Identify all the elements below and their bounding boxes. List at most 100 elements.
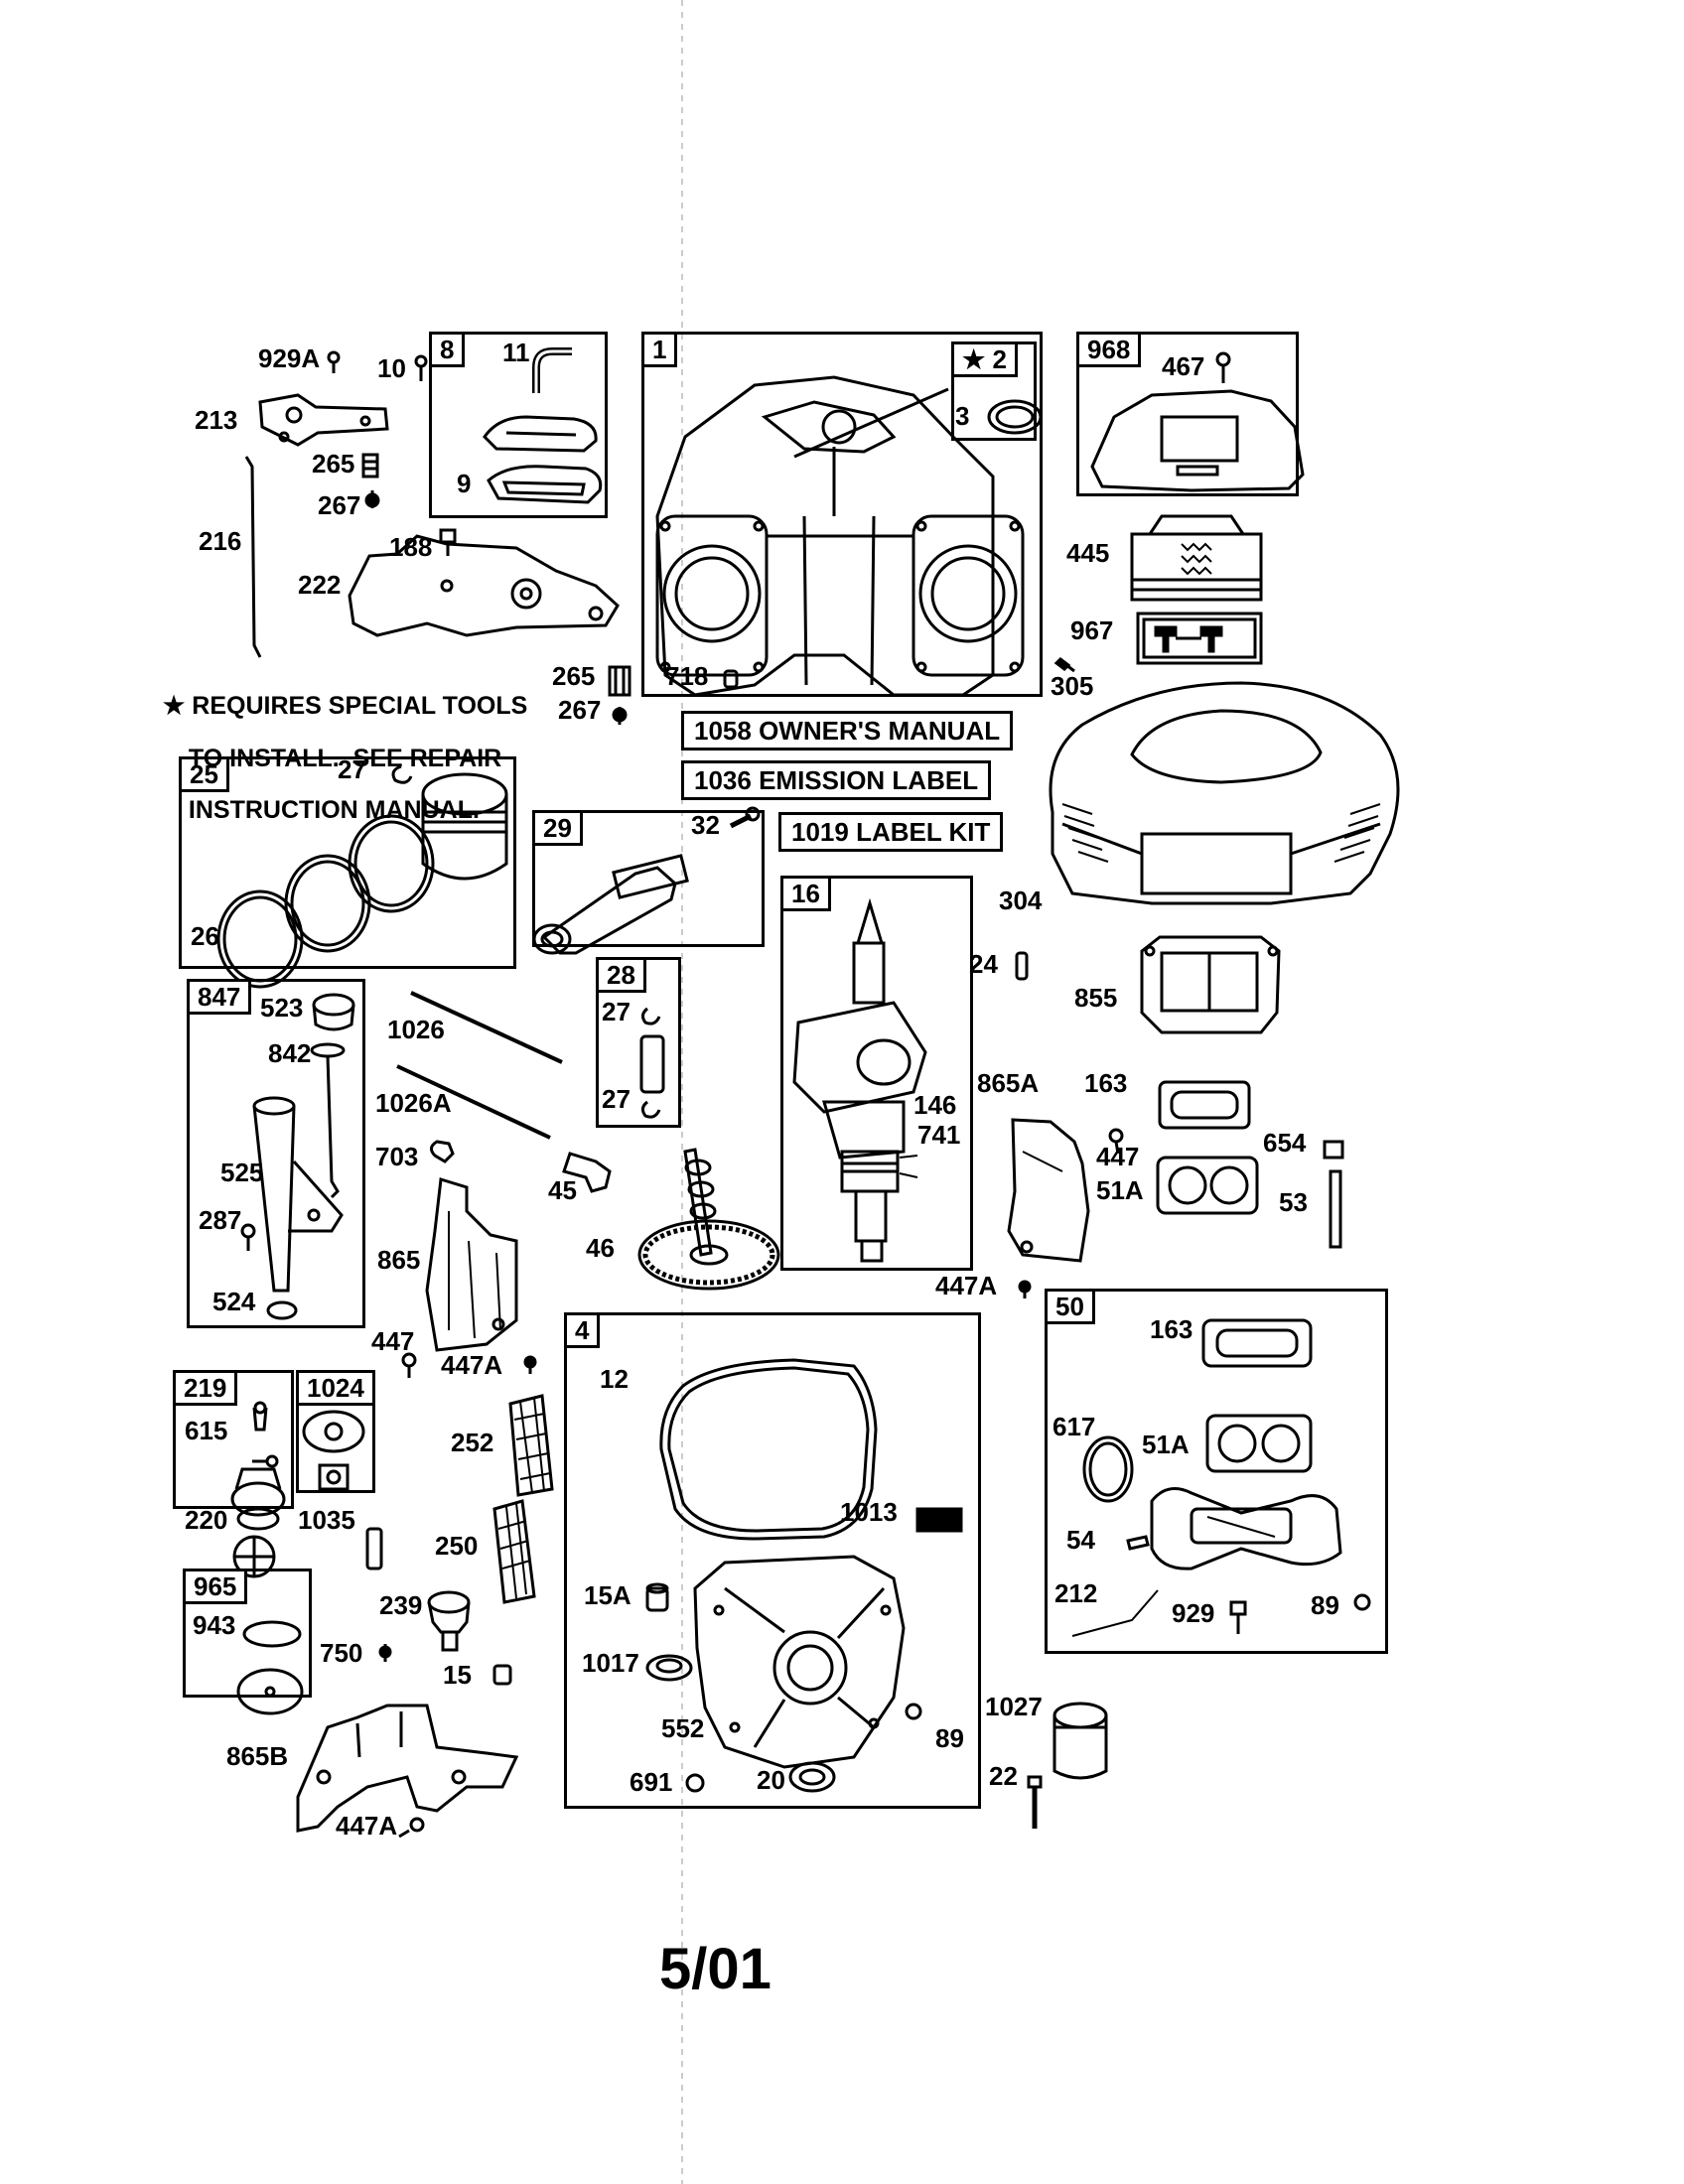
nut-654-icon xyxy=(1323,1140,1344,1160)
part-89-kit50: 89 xyxy=(1311,1590,1339,1620)
part-447a-left: 447A xyxy=(441,1350,503,1380)
clip-27-lower-icon xyxy=(640,1100,661,1119)
part-750: 750 xyxy=(320,1638,363,1668)
spacer-1035-icon xyxy=(365,1527,383,1570)
part-15: 15 xyxy=(443,1660,472,1690)
notice-line-1: REQUIRES SPECIAL TOOLS xyxy=(192,692,528,721)
baffle-865a-icon xyxy=(1007,1118,1090,1263)
part-27-kit28: 27 xyxy=(602,997,631,1026)
air-guide-855-icon xyxy=(1140,935,1281,1034)
part-615: 615 xyxy=(185,1416,228,1445)
part-1017: 1017 xyxy=(582,1648,639,1678)
part-703: 703 xyxy=(375,1142,419,1171)
part-32: 32 xyxy=(691,810,720,840)
part-447a-right: 447A xyxy=(935,1271,998,1300)
engine-block-icon xyxy=(655,375,1025,697)
kit-box-1: 1 xyxy=(641,332,1043,697)
plug-15-icon xyxy=(492,1664,512,1686)
oil-pump-1024-icon xyxy=(302,1410,365,1491)
part-691: 691 xyxy=(630,1767,673,1797)
crankshaft-16-icon xyxy=(792,897,927,1263)
part-10: 10 xyxy=(377,353,406,383)
part-54: 54 xyxy=(1066,1525,1095,1555)
control-bracket-222-icon xyxy=(348,534,620,637)
kit-number: 16 xyxy=(783,879,831,911)
part-865a: 865A xyxy=(977,1068,1040,1098)
breather-tube-11-icon xyxy=(532,347,572,393)
o-ring-524-icon xyxy=(266,1300,298,1320)
part-220: 220 xyxy=(185,1505,228,1535)
kit-number: 968 xyxy=(1079,335,1142,367)
kit-box-968: 968 xyxy=(1076,332,1299,496)
kit-number: 4 xyxy=(567,1315,601,1348)
part-27-kit28-lower: 27 xyxy=(602,1084,631,1114)
part-267-lower: 267 xyxy=(558,695,602,725)
part-3: 3 xyxy=(955,401,970,431)
kit-box-16: 16 xyxy=(780,876,973,1271)
part-213: 213 xyxy=(195,405,238,435)
screw-32-icon xyxy=(729,806,761,829)
part-524: 524 xyxy=(212,1287,256,1316)
part-239: 239 xyxy=(379,1590,423,1620)
kit-number-starred: ★ 2 xyxy=(954,344,1019,377)
notice-line-3: INSTRUCTION MANUAL. xyxy=(188,796,480,825)
part-12: 12 xyxy=(600,1364,629,1394)
dipstick-icon xyxy=(326,1055,340,1199)
kit-box-1024: 1024 xyxy=(296,1370,375,1493)
push-rod-1026-icon xyxy=(410,991,563,1064)
label-kit-note: 1019 LABEL KIT xyxy=(778,812,1004,852)
screen-252-icon xyxy=(508,1394,554,1497)
part-1013: 1013 xyxy=(840,1497,898,1527)
screw-929a-icon xyxy=(327,350,341,373)
part-267: 267 xyxy=(318,490,361,520)
part-46: 46 xyxy=(586,1233,615,1263)
screw-447-icon xyxy=(401,1352,417,1378)
kit-number: 8 xyxy=(432,335,466,367)
kit-box-8: 8 xyxy=(429,332,608,518)
plug-89-kit-icon xyxy=(1353,1593,1371,1611)
part-447: 447 xyxy=(1096,1142,1140,1171)
gasket-51a-icon xyxy=(1156,1156,1259,1215)
part-617: 617 xyxy=(1052,1412,1096,1441)
gasket-12-icon xyxy=(659,1358,878,1541)
kit-number: 28 xyxy=(599,960,646,993)
push-rod-1026a-icon xyxy=(396,1064,551,1140)
air-filter-445-icon xyxy=(1130,514,1263,602)
screw-287-icon xyxy=(240,1223,256,1251)
connecting-rod-29-icon xyxy=(532,854,689,955)
screw-447-right-icon xyxy=(1108,1128,1124,1155)
part-163-kit50: 163 xyxy=(1150,1314,1193,1344)
clip-27-icon xyxy=(640,1007,661,1025)
fuel-line-212-icon xyxy=(1071,1589,1159,1637)
part-1026a: 1026A xyxy=(375,1088,452,1118)
o-ring-943-icon xyxy=(242,1620,302,1648)
kit-number: 50 xyxy=(1048,1292,1095,1324)
oil-sensor-239-icon xyxy=(427,1590,471,1652)
governor-gear-icon xyxy=(230,1467,286,1531)
screw-750-icon xyxy=(378,1644,392,1662)
part-865: 865 xyxy=(377,1245,421,1275)
part-163: 163 xyxy=(1084,1068,1128,1098)
part-855: 855 xyxy=(1074,983,1118,1013)
part-51a: 51A xyxy=(1096,1175,1144,1205)
part-51a-kit50: 51A xyxy=(1142,1430,1190,1459)
part-27: 27 xyxy=(338,754,366,784)
part-741: 741 xyxy=(917,1120,961,1150)
notice-star: ★ xyxy=(162,692,186,721)
part-447-left: 447 xyxy=(371,1326,415,1356)
revision-date: 5/01 xyxy=(659,1937,772,2001)
part-552: 552 xyxy=(661,1713,705,1743)
part-929: 929 xyxy=(1172,1598,1215,1628)
part-212: 212 xyxy=(1054,1578,1098,1608)
gasket-51a-kit-icon xyxy=(1205,1414,1313,1473)
part-1026: 1026 xyxy=(387,1015,445,1044)
part-718: 718 xyxy=(665,661,709,691)
valve-45-icon xyxy=(562,1152,612,1193)
part-842: 842 xyxy=(268,1038,312,1068)
screw-447a-right-icon xyxy=(1018,1280,1032,1298)
baffle-865b-icon xyxy=(296,1704,519,1833)
emission-label-note: 1036 EMISSION LABEL xyxy=(681,760,992,800)
part-188: 188 xyxy=(389,532,433,562)
link-rod-216-icon xyxy=(244,456,262,658)
part-467: 467 xyxy=(1162,351,1205,381)
